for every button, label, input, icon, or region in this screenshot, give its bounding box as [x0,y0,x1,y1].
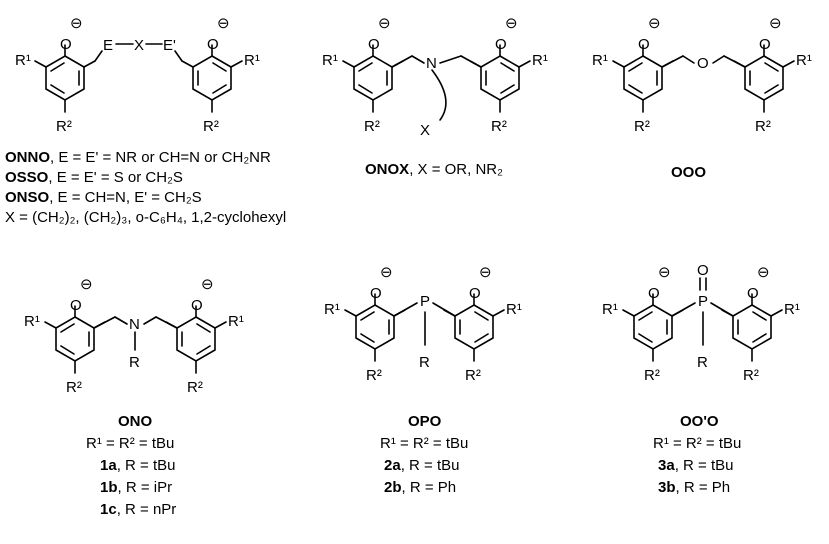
caption-oo-prime-o-substituents: R¹ = R² = tBu [653,435,742,452]
r2-label: R² [465,367,481,384]
r2-label: R² [66,379,82,396]
phenoxide-oxygen: O [648,285,660,302]
phenoxide-oxygen: O [70,297,82,314]
caption-compound-3b: 3b, R = Ph [658,479,731,496]
r1-label: R¹ [506,301,522,318]
caption-ooo: OOO [671,164,707,181]
structure-onox: N X O ⊖ O ⊖ R¹ R¹ R² R² [322,15,548,139]
minus-charge: ⊖ [479,264,492,281]
caption-compound-1c: 1c, R = nPr [100,501,177,518]
structure-oo-prime-o: P O R O ⊖ O ⊖ R¹ R¹ R² R² [602,262,800,384]
r1-label: R¹ [592,52,608,69]
phenoxide-oxygen: O [207,36,219,53]
ether-oxygen: O [697,55,709,72]
x-label: X [420,122,430,139]
phenoxide-oxygen: O [191,297,203,314]
r1-label: R¹ [532,52,548,69]
r1-label: R¹ [324,301,340,318]
r2-label: R² [364,118,380,135]
caption-compound-2a: 2a, R = tBu [384,457,460,474]
phenoxide-oxygen: O [638,36,650,53]
r1-label: R¹ [322,52,338,69]
minus-charge: ⊖ [378,15,391,32]
r1-label: R¹ [24,313,40,330]
structure-opo: P R O ⊖ O ⊖ R¹ R¹ R² R² [324,264,522,384]
phenoxide-oxygen: O [368,36,380,53]
minus-charge: ⊖ [217,15,230,32]
r-label: R [419,354,430,371]
caption-opo-substituents: R¹ = R² = tBu [380,435,469,452]
r1-label: R¹ [244,52,260,69]
r2-label: R² [187,379,203,396]
minus-charge: ⊖ [648,15,661,32]
minus-charge: ⊖ [505,15,518,32]
oxo-oxygen: O [697,262,709,279]
r1-label: R¹ [228,313,244,330]
minus-charge: ⊖ [380,264,393,281]
minus-charge: ⊖ [70,15,83,32]
minus-charge: ⊖ [201,276,214,293]
e-prime-label: E' [163,37,176,54]
caption-oo-prime-o: OO'O [680,413,719,430]
caption-onox: ONOX, X = OR, NR₂ [365,161,503,178]
phenoxide-oxygen: O [495,36,507,53]
r2-label: R² [634,118,650,135]
phenoxide-oxygen: O [759,36,771,53]
caption-opo: OPO [408,413,442,430]
caption-compound-2b: 2b, R = Ph [384,479,457,496]
caption-osso: OSSO, E = E' = S or CH₂S [5,169,183,186]
r2-label: R² [491,118,507,135]
r1-label: R¹ [784,301,800,318]
r2-label: R² [203,118,219,135]
caption-onno: ONNO, E = E' = NR or CH=N or CH₂NR [5,149,271,166]
r-label: R [697,354,708,371]
minus-charge: ⊖ [769,15,782,32]
minus-charge: ⊖ [658,264,671,281]
phenoxide-oxygen: O [370,285,382,302]
e-label: E [103,37,113,54]
phosphorus-atom: P [420,293,430,310]
r1-label: R¹ [796,52,812,69]
minus-charge: ⊖ [80,276,93,293]
minus-charge: ⊖ [757,264,770,281]
nitrogen-atom: N [426,55,437,72]
r2-label: R² [366,367,382,384]
x-label: X [134,37,144,54]
r-label: R [129,354,140,371]
phenoxide-oxygen: O [747,285,759,302]
r2-label: R² [644,367,660,384]
phosphorus-atom: P [698,293,708,310]
caption-compound-3a: 3a, R = tBu [658,457,734,474]
structure-ono: N R O ⊖ O ⊖ R¹ R¹ R² R² [24,276,244,396]
phenoxide-oxygen: O [469,285,481,302]
structure-exe: O ⊖ O ⊖ R¹ R¹ R² R² E X E' [15,15,260,135]
r2-label: R² [743,367,759,384]
phenoxide-oxygen: O [60,36,72,53]
caption-ono: ONO [118,413,153,430]
r2-label: R² [755,118,771,135]
caption-onso: ONSO, E = CH=N, E' = CH₂S [5,189,202,206]
caption-compound-1a: 1a, R = tBu [100,457,176,474]
caption-x-definition: X = (CH₂)₂, (CH₂)₃, o-C₆H₄, 1,2-cyclohex… [5,209,287,226]
r1-label: R¹ [15,52,31,69]
r2-label: R² [56,118,72,135]
nitrogen-atom: N [129,316,140,333]
r1-label: R¹ [602,301,618,318]
caption-ono-substituents: R¹ = R² = tBu [86,435,175,452]
structure-ooo: O O ⊖ O ⊖ R¹ R¹ R² R² [592,15,812,135]
caption-compound-1b: 1b, R = iPr [100,479,173,496]
